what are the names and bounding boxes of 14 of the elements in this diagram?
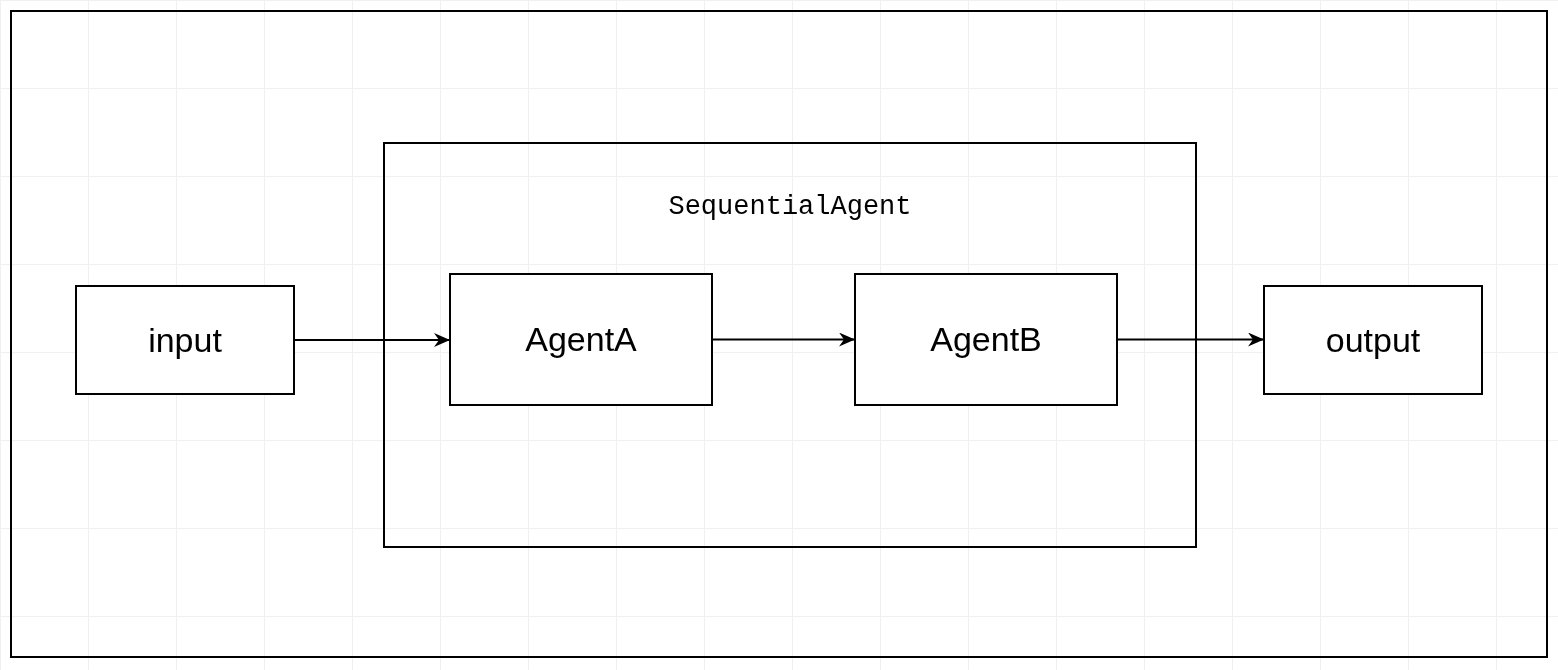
- group-title: SequentialAgent: [668, 192, 912, 222]
- box-label: AgentA: [525, 320, 637, 359]
- process-box: [449, 273, 713, 406]
- frame-box: [10, 10, 1548, 658]
- group-container: [383, 142, 1197, 548]
- arrow: [1117, 332, 1264, 347]
- box-label: input: [148, 320, 222, 360]
- arrow: [712, 332, 855, 347]
- process-box: [75, 285, 295, 395]
- box-label: output: [1325, 320, 1421, 360]
- box-label: AgentB: [930, 320, 1042, 359]
- process-box: [854, 273, 1118, 406]
- process-box: [1263, 285, 1483, 395]
- arrow: [294, 333, 450, 347]
